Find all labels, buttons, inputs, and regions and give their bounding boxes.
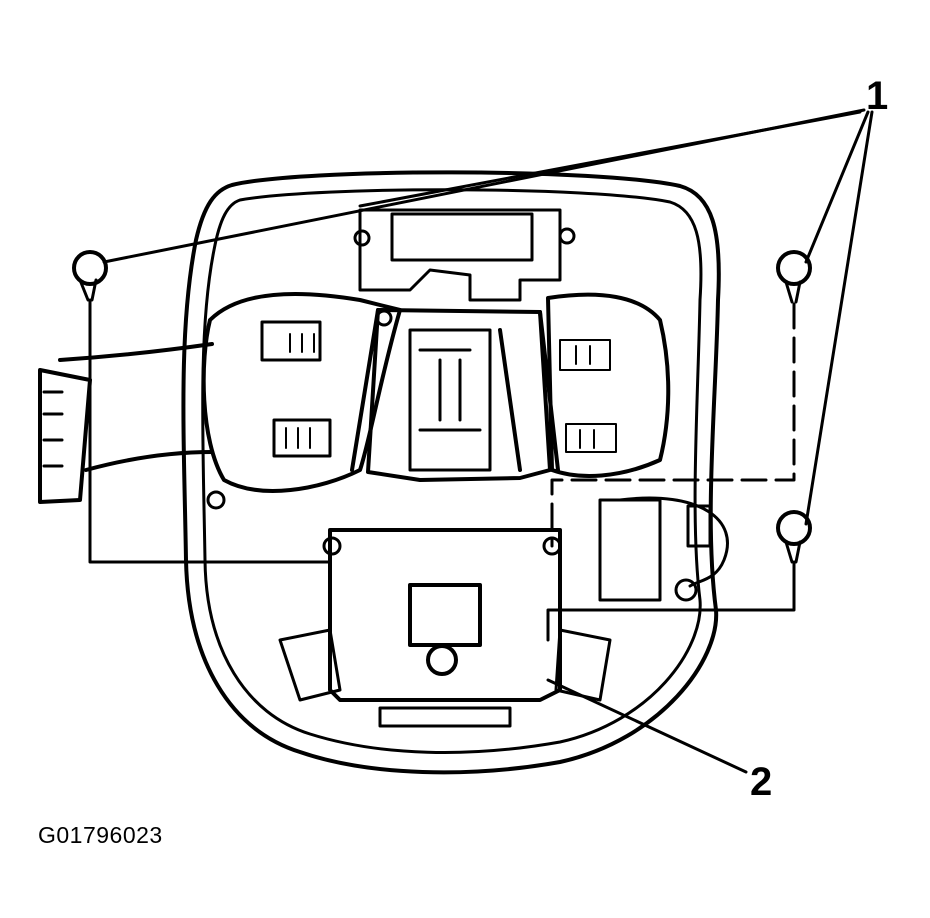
top-connector-block xyxy=(390,212,534,262)
callout-label-1: 1 xyxy=(866,74,889,118)
lower-left-fastener-hole xyxy=(322,536,342,556)
harness-connector-teeth xyxy=(42,390,64,468)
left-plate-slots xyxy=(285,333,315,449)
lower-center-socket xyxy=(408,583,482,647)
top-left-fastener-hole xyxy=(353,229,371,247)
right-wiring-pigtail xyxy=(618,496,729,588)
housing-outer-outline xyxy=(181,170,721,775)
upper-pivot-hole xyxy=(375,309,393,327)
callout-label-2: 2 xyxy=(750,760,773,804)
lower-center-bolt xyxy=(426,644,458,676)
pigtail-plug xyxy=(674,578,698,602)
callout-1-leader-right-lower xyxy=(804,110,874,526)
pigtail-grommet xyxy=(686,504,712,548)
left-side-plate xyxy=(201,292,402,493)
center-module-angled-brace xyxy=(350,308,560,472)
lower-left-bracket xyxy=(278,628,342,702)
bolt-right-upper xyxy=(550,250,812,548)
right-connector-box xyxy=(598,498,662,602)
center-module-detail xyxy=(408,328,492,472)
callout-2-leader xyxy=(546,678,748,774)
left-harness-strap xyxy=(38,368,92,504)
harness-upper-edge xyxy=(58,342,214,362)
bolt-right-lower xyxy=(546,510,812,642)
left-plate-cutout xyxy=(260,320,332,458)
figure-id-code: G01796023 xyxy=(38,822,163,848)
top-right-fastener-hole xyxy=(558,227,576,245)
harness-lower-edge xyxy=(84,450,214,472)
lower-front-tab xyxy=(378,706,512,728)
lower-mount-frame xyxy=(328,528,562,702)
top-mount-bracket xyxy=(358,208,562,302)
callout-1-leader-to-housing xyxy=(358,110,862,208)
lower-right-bracket xyxy=(554,628,612,702)
left-bracket-hole xyxy=(206,490,226,510)
right-block-slots xyxy=(559,339,617,453)
right-side-block xyxy=(546,292,671,478)
callout-1-leader-right-upper xyxy=(804,110,870,264)
bolt-top-left xyxy=(72,250,332,622)
